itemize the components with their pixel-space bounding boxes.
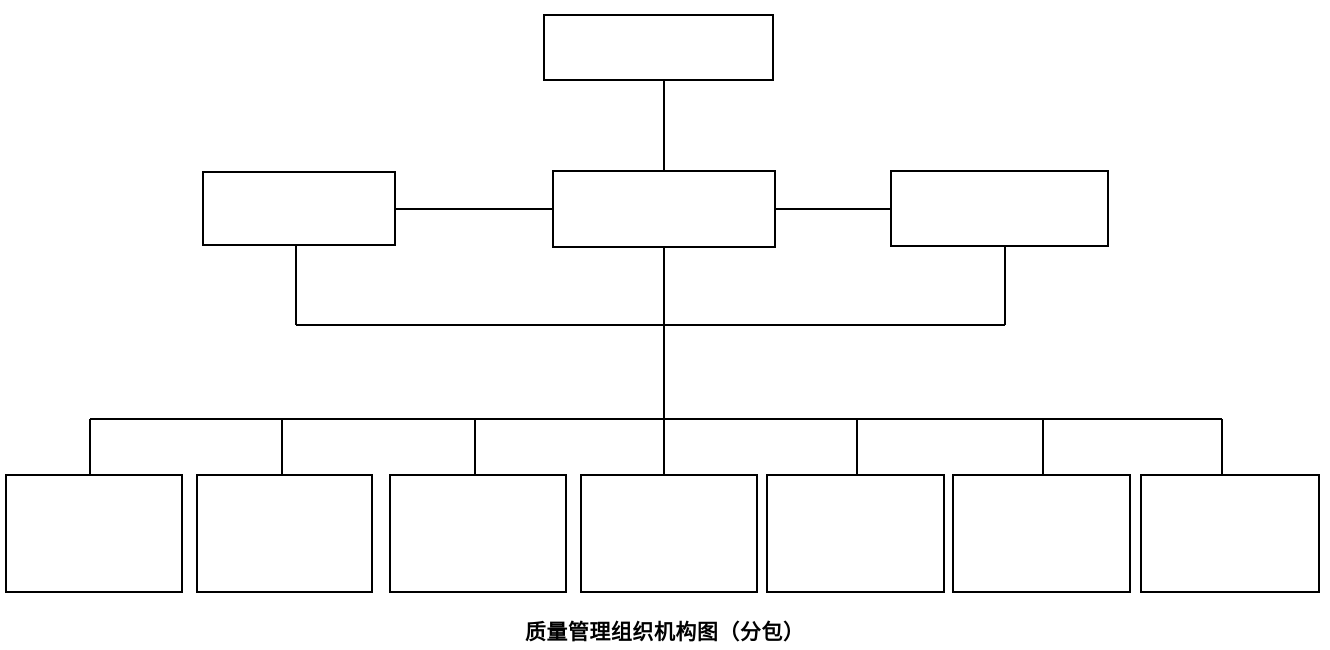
node-bottom-5[interactable] — [766, 474, 945, 593]
node-bottom-6[interactable] — [952, 474, 1131, 593]
node-mid-left[interactable] — [202, 171, 396, 246]
node-mid-center[interactable] — [552, 170, 776, 248]
node-top[interactable] — [543, 14, 774, 81]
node-bottom-4[interactable] — [580, 474, 758, 593]
node-bottom-1[interactable] — [5, 474, 183, 593]
node-bottom-2[interactable] — [196, 474, 373, 593]
diagram-caption: 质量管理组织机构图（分包） — [525, 620, 805, 644]
connector-group — [89, 81, 1223, 474]
node-mid-right[interactable] — [890, 170, 1109, 247]
node-bottom-7[interactable] — [1140, 474, 1320, 593]
node-bottom-3[interactable] — [389, 474, 567, 593]
